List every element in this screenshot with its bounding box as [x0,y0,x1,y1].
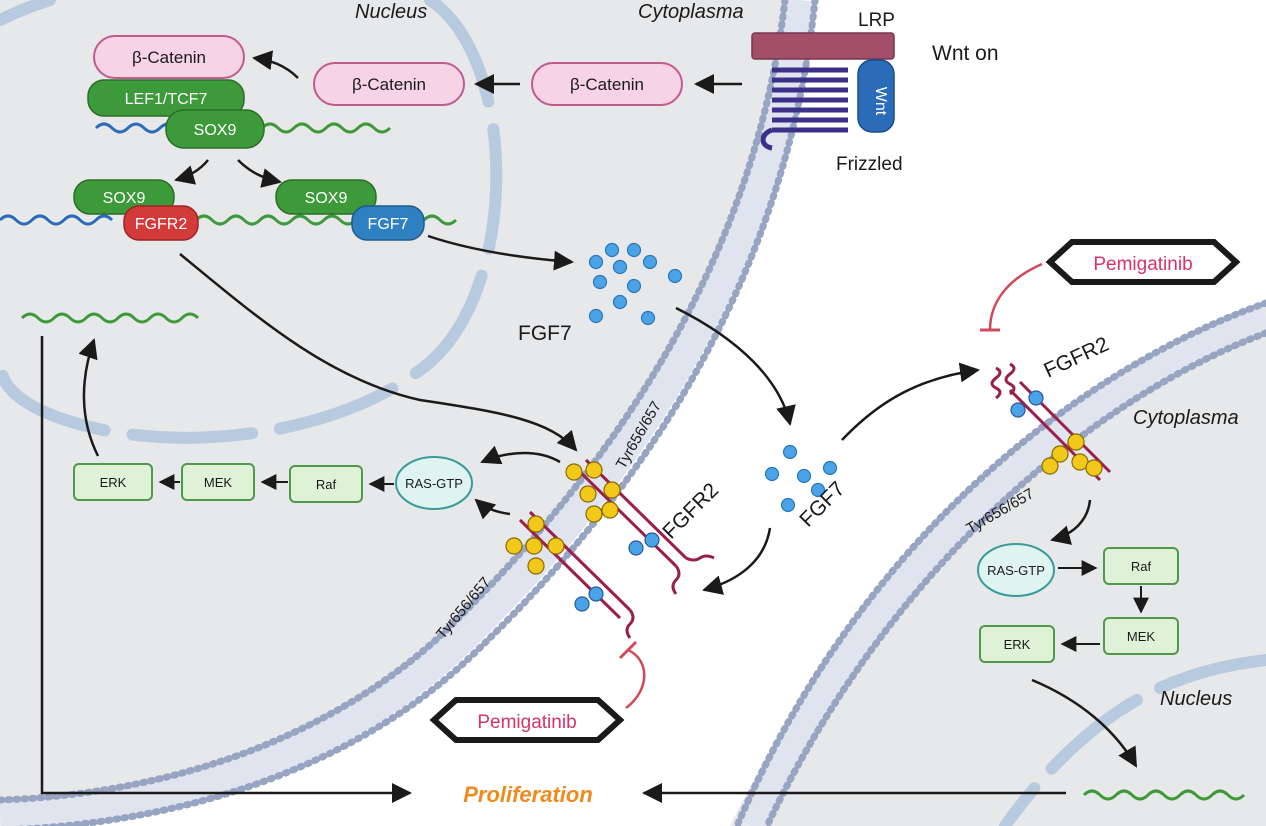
arrow-sox9-right [237,159,282,188]
arrow-right-receptor-to-ras [1050,499,1092,545]
left-erk-label: ERK [100,475,127,490]
arrow-left-erk-to-dna [78,338,100,457]
wnt-receptor-complex: Wnt LRP Frizzled Wnt on [751,10,999,175]
cytoplasm-left-label: Cytoplasma [638,1,744,23]
arrow-catenin-into-nucleus [252,50,299,79]
left-mek-label: MEK [204,475,233,490]
arrow-ligand-to-right-receptor [841,362,980,441]
beta-catenin-2: β-Catenin [313,62,465,106]
arrow-fgfr2-gene-to-receptor [179,253,578,452]
dna-strand-mid [194,214,358,226]
right-raf: Raf [1103,547,1179,585]
dna-strand-mid-left [0,214,114,226]
right-ras-gtp: RAS-GTP [977,543,1055,597]
arrow-left-receptor-to-ras-2 [474,498,511,520]
sox9-main-label: SOX9 [194,122,237,139]
left-ras-label: RAS-GTP [405,476,463,491]
dna-strand-mid-right [422,214,458,226]
arrow-left-receptor-to-ras-1 [480,445,561,465]
inhibition-left [625,648,646,709]
sox9-right: SOX9 [275,179,377,215]
pemigatinib-right: Pemigatinib [1045,239,1241,285]
lef-tcf-factor: LEF1/TCF7 [87,79,245,117]
pemigatinib-right-label: Pemigatinib [1093,254,1192,275]
lrp-label: LRP [858,10,895,31]
right-phospho-sites [1041,433,1103,477]
left-raf: Raf [289,465,363,503]
right-mek-label: MEK [1127,629,1156,644]
beta-catenin-2-label: β-Catenin [352,75,426,94]
nucleus-right-label: Nucleus [1160,688,1232,710]
arrow-ligand-to-lower-cluster [675,306,796,426]
left-raf-label: Raf [316,477,337,492]
sox9-left-label: SOX9 [103,190,146,207]
arrow-fgf7-gene-to-ligand [427,234,574,271]
left-ras-gtp: RAS-GTP [395,456,473,510]
right-mek: MEK [1103,617,1179,655]
pemigatinib-left: Pemigatinib [429,697,625,743]
right-cell-membrane [733,299,1266,826]
wnt-ligand [857,59,895,133]
right-nucleus-envelope [999,654,1266,826]
fgf7-ligand-cluster-upper [588,242,683,326]
left-nucleus-envelope-top [0,0,56,26]
lef-tcf-label: LEF1/TCF7 [125,91,208,108]
left-nucleus-envelope [0,0,503,444]
fgfr2-gene: FGFR2 [123,205,199,241]
sox9-main: SOX9 [165,109,265,149]
beta-catenin-3: β-Catenin [93,35,245,79]
dna-strand-target-right [1082,789,1246,801]
right-erk-label: ERK [1004,637,1031,652]
fgf7-gene: FGF7 [351,205,425,241]
fgfr2-gene-label: FGFR2 [135,216,188,233]
left-erk: ERK [73,463,153,501]
left-cell-body [0,0,790,810]
arrow-right-erk-to-dna [1031,678,1138,768]
wnt-status-label: Wnt on [932,42,999,65]
left-mek: MEK [181,463,255,501]
arrow-sox9-left [174,159,209,185]
arrow-ligand-to-left-receptor [702,527,772,595]
frizzled-receptor [760,67,848,151]
beta-catenin-1: β-Catenin [531,62,683,106]
dna-strand-top-right [260,122,392,134]
pemigatinib-left-label: Pemigatinib [477,712,576,733]
beta-catenin-3-label: β-Catenin [132,48,206,67]
right-raf-label: Raf [1131,559,1152,574]
right-ras-label: RAS-GTP [987,563,1045,578]
inhibition-right [988,262,1043,331]
wnt-ligand-label: Wnt [872,87,889,116]
dna-strand-target-left [20,312,200,324]
lrp-bar [751,32,895,60]
inhibition-left-bar [618,640,638,660]
sox9-right-label: SOX9 [305,190,348,207]
dna-strands [0,122,1246,801]
frizzled-label: Frizzled [836,154,903,175]
fgf7-ligand-cluster-lower [764,444,838,513]
fgf7-gene-label: FGF7 [368,216,409,233]
nucleus-left-label: Nucleus [355,1,427,23]
fgf7-upper-label: FGF7 [518,322,572,345]
right-erk: ERK [979,625,1055,663]
arrow-left-to-proliferation [40,336,412,803]
cytoplasm-right-label: Cytoplasma [1133,407,1239,429]
left-phospho-sites [505,461,621,575]
beta-catenin-1-label: β-Catenin [570,75,644,94]
proliferation-label: Proliferation [463,782,593,807]
